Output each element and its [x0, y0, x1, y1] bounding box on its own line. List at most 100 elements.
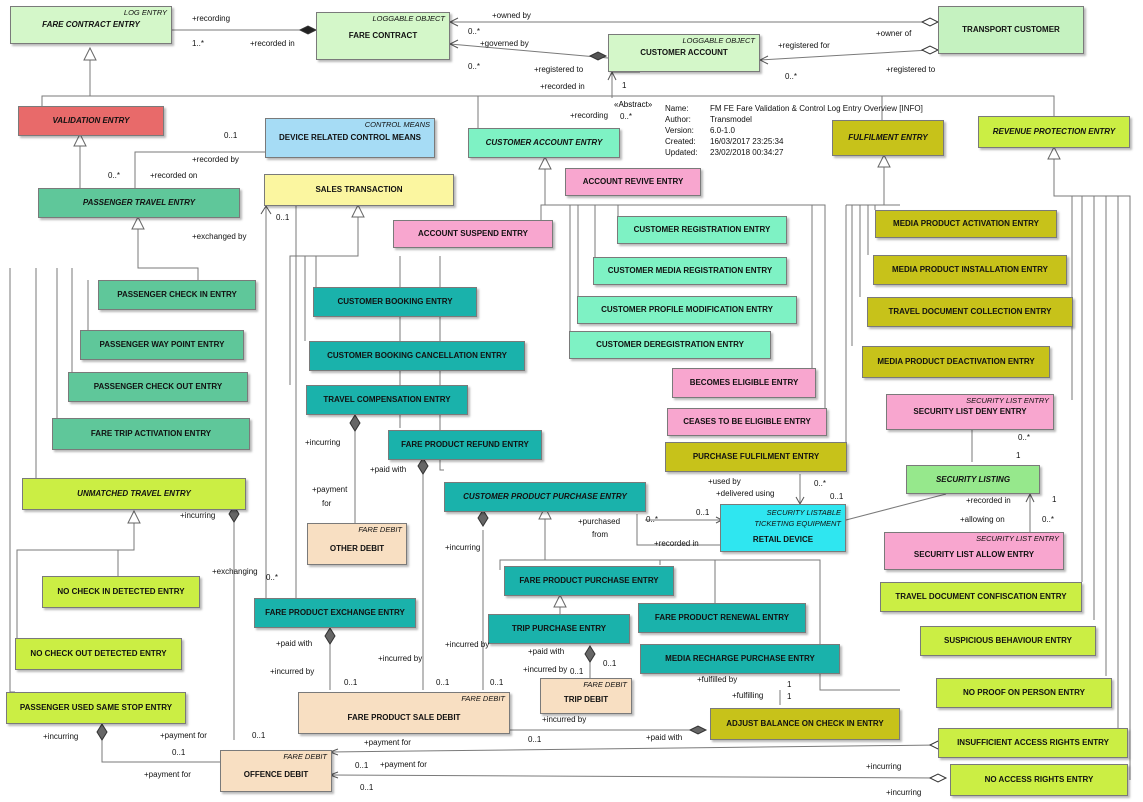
account-revive-entry-box[interactable]: ACCOUNT REVIVE ENTRY: [565, 168, 701, 196]
travel-document-confiscation-entry-box[interactable]: TRAVEL DOCUMENT CONFISCATION ENTRY: [880, 582, 1082, 612]
class-name: SECURITY LISTING: [935, 474, 1011, 484]
abstract-tag: «Abstract»: [614, 100, 653, 109]
security-list-allow-entry-box[interactable]: SECURITY LIST ENTRY SECURITY LIST ALLOW …: [884, 532, 1064, 570]
customer-account-box[interactable]: LOGGABLE OBJECT CUSTOMER ACCOUNT: [608, 34, 760, 72]
customer-booking-entry-box[interactable]: CUSTOMER BOOKING ENTRY: [313, 287, 477, 317]
role-label: +incurring: [305, 438, 341, 447]
fare-contract-entry-box[interactable]: LOG ENTRY FARE CONTRACT ENTRY: [10, 6, 172, 44]
passenger-check-in-entry-box[interactable]: PASSENGER CHECK IN ENTRY: [98, 280, 256, 310]
class-name: MEDIA RECHARGE PURCHASE ENTRY: [665, 654, 815, 664]
customer-media-registration-entry-box[interactable]: CUSTOMER MEDIA REGISTRATION ENTRY: [593, 257, 787, 285]
fulfilment-entry-box[interactable]: FULFILMENT ENTRY: [832, 120, 944, 156]
no-proof-on-person-entry-box[interactable]: NO PROOF ON PERSON ENTRY: [936, 678, 1112, 708]
revenue-protection-entry-box[interactable]: REVENUE PROTECTION ENTRY: [978, 116, 1130, 148]
customer-registration-entry-box[interactable]: CUSTOMER REGISTRATION ENTRY: [617, 216, 787, 244]
class-name: OTHER DEBIT: [329, 544, 385, 554]
passenger-check-out-entry-box[interactable]: PASSENGER CHECK OUT ENTRY: [68, 372, 248, 402]
class-name: PASSENGER USED SAME STOP ENTRY: [19, 703, 173, 713]
multiplicity-label: 0..1: [528, 735, 542, 744]
media-product-activation-entry-box[interactable]: MEDIA PRODUCT ACTIVATION ENTRY: [875, 210, 1057, 238]
role-label: +registered for: [778, 41, 830, 50]
becomes-eligible-entry-box[interactable]: BECOMES ELIGIBLE ENTRY: [672, 368, 816, 398]
role-label: +paid with: [370, 465, 407, 474]
security-listing-box[interactable]: SECURITY LISTING: [906, 465, 1040, 494]
stereotype: FARE DEBIT: [283, 752, 327, 761]
info-key: Updated:: [665, 148, 698, 157]
offence-debit-box[interactable]: FARE DEBIT OFFENCE DEBIT: [220, 750, 332, 792]
retail-device-box[interactable]: SECURITY LISTABLE TICKETING EQUIPMENT RE…: [720, 504, 846, 552]
stereotype: LOG ENTRY: [123, 8, 167, 17]
account-suspend-entry-box[interactable]: ACCOUNT SUSPEND ENTRY: [393, 220, 553, 248]
unmatched-travel-entry-box[interactable]: UNMATCHED TRAVEL ENTRY: [22, 478, 246, 510]
fare-product-exchange-entry-box[interactable]: FARE PRODUCT EXCHANGE ENTRY: [254, 598, 416, 628]
class-name: PURCHASE FULFILMENT ENTRY: [692, 452, 820, 462]
fare-product-refund-entry-box[interactable]: FARE PRODUCT REFUND ENTRY: [388, 430, 542, 460]
role-label: +purchased: [578, 517, 621, 526]
stereotype: SECURITY LIST ENTRY: [976, 534, 1059, 543]
class-name: CUSTOMER BOOKING CANCELLATION ENTRY: [327, 351, 507, 361]
class-name: UNMATCHED TRAVEL ENTRY: [77, 489, 191, 499]
passenger-used-same-stop-entry-box[interactable]: PASSENGER USED SAME STOP ENTRY: [6, 692, 186, 724]
customer-profile-modification-entry-box[interactable]: CUSTOMER PROFILE MODIFICATION ENTRY: [577, 296, 797, 324]
no-access-rights-entry-box[interactable]: NO ACCESS RIGHTS ENTRY: [950, 764, 1128, 796]
role-label: for: [322, 499, 332, 508]
multiplicity-label: 0..*: [468, 62, 481, 71]
role-label: +incurring: [886, 788, 922, 797]
passenger-way-point-entry-box[interactable]: PASSENGER WAY POINT ENTRY: [80, 330, 244, 360]
stereotype: LOGGABLE OBJECT: [682, 36, 755, 45]
class-name: FARE TRIP ACTIVATION ENTRY: [90, 429, 212, 439]
no-check-in-detected-entry-box[interactable]: NO CHECK IN DETECTED ENTRY: [42, 576, 200, 608]
role-label: +delivered using: [716, 489, 775, 498]
transport-customer-box[interactable]: TRANSPORT CUSTOMER: [938, 6, 1084, 54]
class-name: TRIP PURCHASE ENTRY: [511, 624, 607, 634]
travel-document-collection-entry-box[interactable]: TRAVEL DOCUMENT COLLECTION ENTRY: [867, 297, 1073, 327]
fare-product-sale-debit-box[interactable]: FARE DEBIT FARE PRODUCT SALE DEBIT: [298, 692, 510, 734]
multiplicity-label: 0..1: [172, 748, 186, 757]
class-name: CUSTOMER MEDIA REGISTRATION ENTRY: [607, 266, 773, 276]
multiplicity-label: 0..1: [490, 678, 504, 687]
customer-account-entry-box[interactable]: CUSTOMER ACCOUNT ENTRY: [468, 128, 620, 158]
insufficient-access-rights-entry-box[interactable]: INSUFFICIENT ACCESS RIGHTS ENTRY: [938, 728, 1128, 758]
security-list-deny-entry-box[interactable]: SECURITY LIST ENTRY SECURITY LIST DENY E…: [886, 394, 1054, 430]
media-product-deactivation-entry-box[interactable]: MEDIA PRODUCT DEACTIVATION ENTRY: [862, 346, 1050, 378]
fare-contract-box[interactable]: LOGGABLE OBJECT FARE CONTRACT: [316, 12, 450, 60]
trip-debit-box[interactable]: FARE DEBIT TRIP DEBIT: [540, 678, 632, 714]
class-name: FARE PRODUCT SALE DEBIT: [347, 713, 461, 723]
class-name: MEDIA PRODUCT INSTALLATION ENTRY: [892, 265, 1048, 275]
customer-product-purchase-entry-box[interactable]: CUSTOMER PRODUCT PURCHASE ENTRY: [444, 482, 646, 512]
class-name: SECURITY LIST ALLOW ENTRY: [913, 550, 1035, 560]
validation-entry-box[interactable]: VALIDATION ENTRY: [18, 106, 164, 136]
fare-product-renewal-entry-box[interactable]: FARE PRODUCT RENEWAL ENTRY: [638, 603, 806, 633]
diagram-updated: 23/02/2018 00:34:27: [710, 148, 784, 157]
ceases-to-be-eligible-entry-box[interactable]: CEASES TO BE ELIGIBLE ENTRY: [667, 408, 827, 436]
role-label: +fulfilled by: [697, 675, 738, 684]
role-label: +payment for: [144, 770, 191, 779]
class-name: MEDIA PRODUCT ACTIVATION ENTRY: [893, 219, 1039, 229]
media-recharge-purchase-entry-box[interactable]: MEDIA RECHARGE PURCHASE ENTRY: [640, 644, 840, 674]
no-check-out-detected-entry-box[interactable]: NO CHECK OUT DETECTED ENTRY: [15, 638, 182, 670]
class-name: BECOMES ELIGIBLE ENTRY: [689, 378, 799, 388]
sales-transaction-box[interactable]: SALES TRANSACTION: [264, 174, 454, 206]
trip-purchase-entry-box[interactable]: TRIP PURCHASE ENTRY: [488, 614, 630, 644]
diagram-version: 6.0-1.0: [710, 126, 735, 135]
travel-compensation-entry-box[interactable]: TRAVEL COMPENSATION ENTRY: [306, 385, 468, 415]
adjust-balance-on-check-in-entry-box[interactable]: ADJUST BALANCE ON CHECK IN ENTRY: [710, 708, 900, 740]
customer-booking-cancellation-entry-box[interactable]: CUSTOMER BOOKING CANCELLATION ENTRY: [309, 341, 525, 371]
multiplicity-label: 0..*: [1042, 515, 1055, 524]
role-label: +fulfilling: [732, 691, 764, 700]
passenger-travel-entry-box[interactable]: PASSENGER TRAVEL ENTRY: [38, 188, 240, 218]
media-product-installation-entry-box[interactable]: MEDIA PRODUCT INSTALLATION ENTRY: [873, 255, 1067, 285]
other-debit-box[interactable]: FARE DEBIT OTHER DEBIT: [307, 523, 407, 565]
fare-trip-activation-entry-box[interactable]: FARE TRIP ACTIVATION ENTRY: [52, 418, 250, 450]
info-key: Name:: [665, 104, 689, 113]
purchase-fulfilment-entry-box[interactable]: PURCHASE FULFILMENT ENTRY: [665, 442, 847, 472]
class-name: CUSTOMER ACCOUNT ENTRY: [485, 138, 603, 148]
class-name: CUSTOMER ACCOUNT: [640, 48, 728, 58]
class-name: CUSTOMER REGISTRATION ENTRY: [633, 225, 771, 235]
suspicious-behaviour-entry-box[interactable]: SUSPICIOUS BEHAVIOUR ENTRY: [920, 626, 1096, 656]
fare-product-purchase-entry-box[interactable]: FARE PRODUCT PURCHASE ENTRY: [504, 566, 674, 596]
customer-deregistration-entry-box[interactable]: CUSTOMER DEREGISTRATION ENTRY: [569, 331, 771, 359]
class-name: CUSTOMER PROFILE MODIFICATION ENTRY: [601, 305, 773, 315]
info-key: Created:: [665, 137, 696, 146]
device-related-control-means-box[interactable]: CONTROL MEANS DEVICE RELATED CONTROL MEA…: [265, 118, 435, 158]
